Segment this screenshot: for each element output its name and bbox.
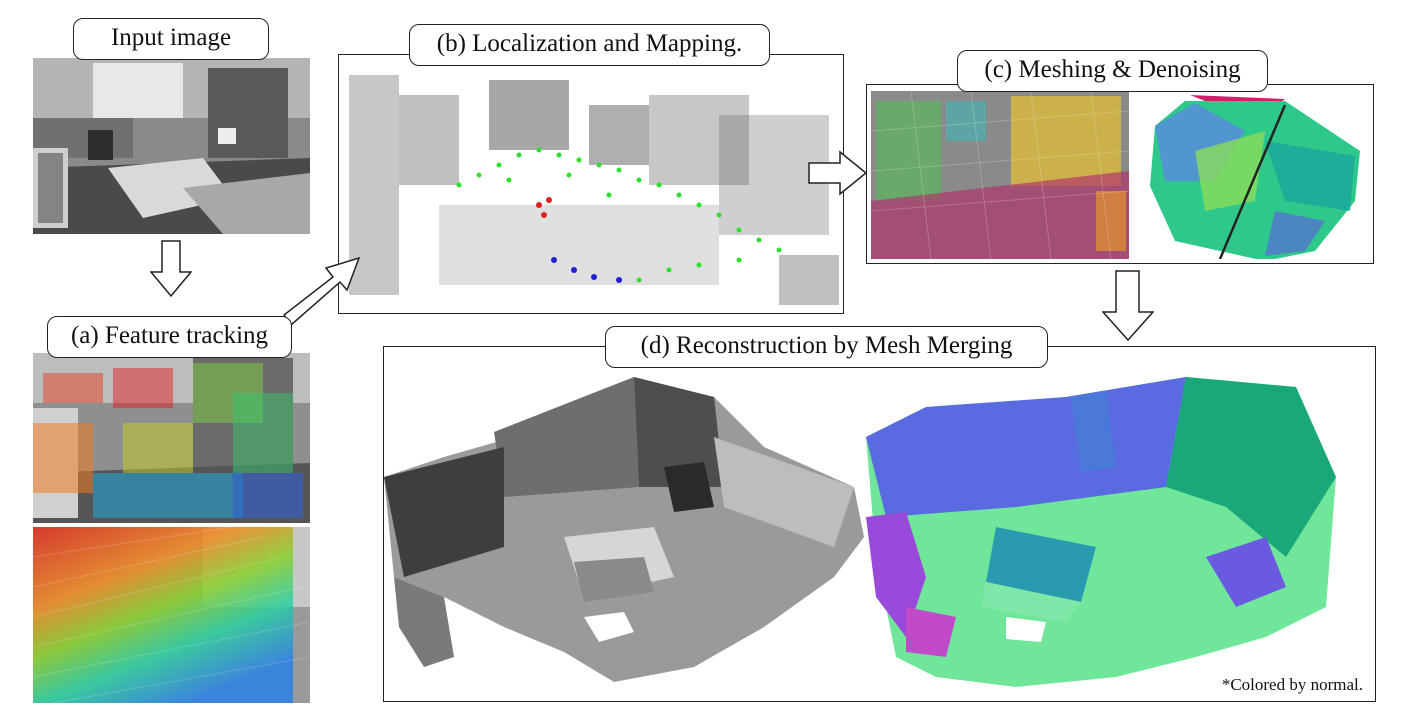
mesh-overlay-image [871, 91, 1129, 259]
normal-colored-reconstruction-image [866, 377, 1346, 687]
localization-panel [338, 54, 844, 314]
normal-mesh-image [1135, 91, 1369, 259]
right-arrow-to-meshing [808, 150, 868, 196]
textured-reconstruction-image [384, 377, 864, 687]
feature-tracking-label: (a) Feature tracking [47, 316, 292, 358]
meshing-label: (c) Meshing & Denoising [957, 50, 1268, 92]
feature-tracking-tracks-image [33, 527, 310, 703]
input-image-photo [33, 58, 310, 234]
point-cloud-image [339, 55, 842, 312]
colored-by-normal-note: *Colored by normal. [1221, 675, 1363, 694]
input-image-label: Input image [73, 18, 269, 60]
down-arrow-input [150, 240, 192, 298]
reconstruction-panel: *Colored by normal. [383, 346, 1376, 702]
diagonal-arrow-to-localization [283, 256, 361, 327]
localization-label: (b) Localization and Mapping. [409, 24, 770, 66]
feature-tracking-points-image [33, 353, 310, 523]
reconstruction-label: (d) Reconstruction by Mesh Merging [605, 326, 1048, 368]
down-arrow-to-reconstruction [1102, 270, 1154, 342]
meshing-panel [866, 84, 1374, 264]
